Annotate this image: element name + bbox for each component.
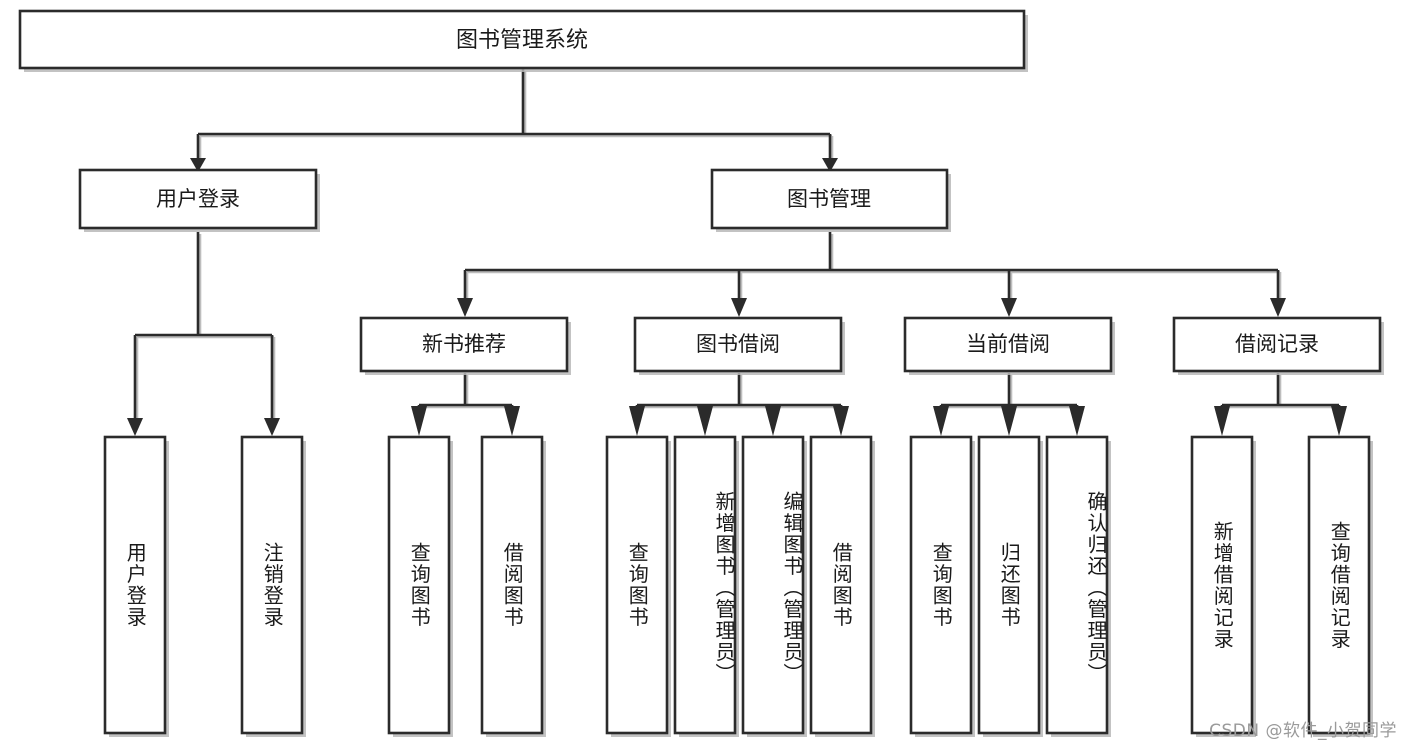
new-book-recommend-box: [359, 316, 569, 373]
arrow-head-book-manage: [822, 158, 838, 172]
borrow-record-box: [1172, 316, 1382, 373]
arrow-head-user-login: [190, 158, 206, 172]
arrow-head-leaf-logout: [264, 418, 280, 436]
arrow-head-borrow-record: [1270, 298, 1286, 317]
arrow-head-leaf-user-login: [127, 418, 143, 436]
leaf-box-record-query[interactable]: [1307, 435, 1371, 735]
arrow-head-new-book-recommend: [457, 298, 473, 317]
leaf-box-record-add[interactable]: [1190, 435, 1254, 735]
leaf-box-current-return[interactable]: [977, 435, 1041, 735]
arrow-head-current-borrow: [1001, 298, 1017, 317]
arrow-head-bookborrow-leaf-4: [833, 406, 849, 436]
arrow-head-currentborrow-leaf-2: [1001, 406, 1017, 436]
arrow-head-newbook-leaf-2: [504, 406, 520, 436]
leaf-box-newbook-borrow[interactable]: [480, 435, 544, 735]
current-borrow-box: [903, 316, 1113, 373]
arrow-head-bookborrow-leaf-1: [629, 406, 645, 436]
connector-newbook-shadow: [419, 375, 516, 420]
leaf-box-borrow-lend[interactable]: [809, 435, 873, 735]
connector-root-shadow: [198, 71, 834, 160]
book-borrow-label: 图书借阅: [696, 332, 780, 356]
connector-newbook-to-leaves: [417, 373, 514, 418]
new-book-recommend-label: 新书推荐: [422, 332, 506, 356]
leaf-box-current-query[interactable]: [909, 435, 973, 735]
connector-bookborrow-shadow: [637, 375, 845, 420]
arrow-head-currentborrow-leaf-1: [933, 406, 949, 436]
leaf-box-user-login[interactable]: [103, 435, 167, 735]
leaf-box-layer: [103, 435, 1373, 737]
current-borrow-label: 当前借阅: [966, 332, 1050, 356]
borrow-record-label: 借阅记录: [1235, 332, 1319, 356]
leaf-box-borrow-add[interactable]: [673, 435, 737, 735]
leaf-box-borrow-edit[interactable]: [741, 435, 805, 735]
book-manage-label: 图书管理: [787, 187, 871, 211]
user-login-label: 用户登录: [156, 187, 240, 211]
node-user-login[interactable]: 用户登录: [78, 168, 320, 232]
connector-bookmanage-to-level2: [463, 232, 1280, 298]
node-borrow-record[interactable]: 借阅记录: [1172, 316, 1384, 375]
connector-borrowrecord-to-leaves: [1220, 373, 1341, 418]
connector-userlogin-to-leaves: [133, 232, 274, 418]
node-book-borrow[interactable]: 图书借阅: [633, 316, 845, 375]
connector-layer: [127, 69, 1347, 436]
root-box: [18, 9, 1026, 70]
leaf-box-newbook-query[interactable]: [387, 435, 451, 735]
connector-userlogin-shadow: [135, 234, 276, 420]
connector-borrowrecord-shadow: [1222, 375, 1343, 420]
arrow-head-bookborrow-leaf-2: [697, 406, 713, 436]
connector-root-to-level1: [196, 69, 832, 158]
leaf-box-borrow-query[interactable]: [605, 435, 669, 735]
arrow-head-borrowrecord-leaf-1: [1214, 406, 1230, 436]
node-root[interactable]: 图书管理系统: [18, 9, 1028, 72]
arrow-head-bookborrow-leaf-3: [765, 406, 781, 436]
watermark-text: CSDN @软件_小贺同学: [1209, 721, 1397, 741]
leaf-box-current-confirm[interactable]: [1045, 435, 1109, 735]
connector-bookmanage-shadow: [465, 234, 1282, 300]
arrow-head-newbook-leaf-1: [411, 406, 427, 436]
arrow-head-borrowrecord-leaf-2: [1331, 406, 1347, 436]
arrow-head-currentborrow-leaf-3: [1069, 406, 1085, 436]
node-new-book-recommend[interactable]: 新书推荐: [359, 316, 571, 375]
node-current-borrow[interactable]: 当前借阅: [903, 316, 1115, 375]
root-label: 图书管理系统: [456, 28, 588, 53]
book-borrow-box: [633, 316, 843, 373]
connector-bookborrow-to-leaves: [635, 373, 843, 418]
node-book-manage[interactable]: 图书管理: [710, 168, 951, 232]
user-login-box: [78, 168, 318, 230]
book-manage-box: [710, 168, 949, 230]
leaf-box-logout[interactable]: [240, 435, 304, 735]
arrow-head-book-borrow: [731, 298, 747, 317]
